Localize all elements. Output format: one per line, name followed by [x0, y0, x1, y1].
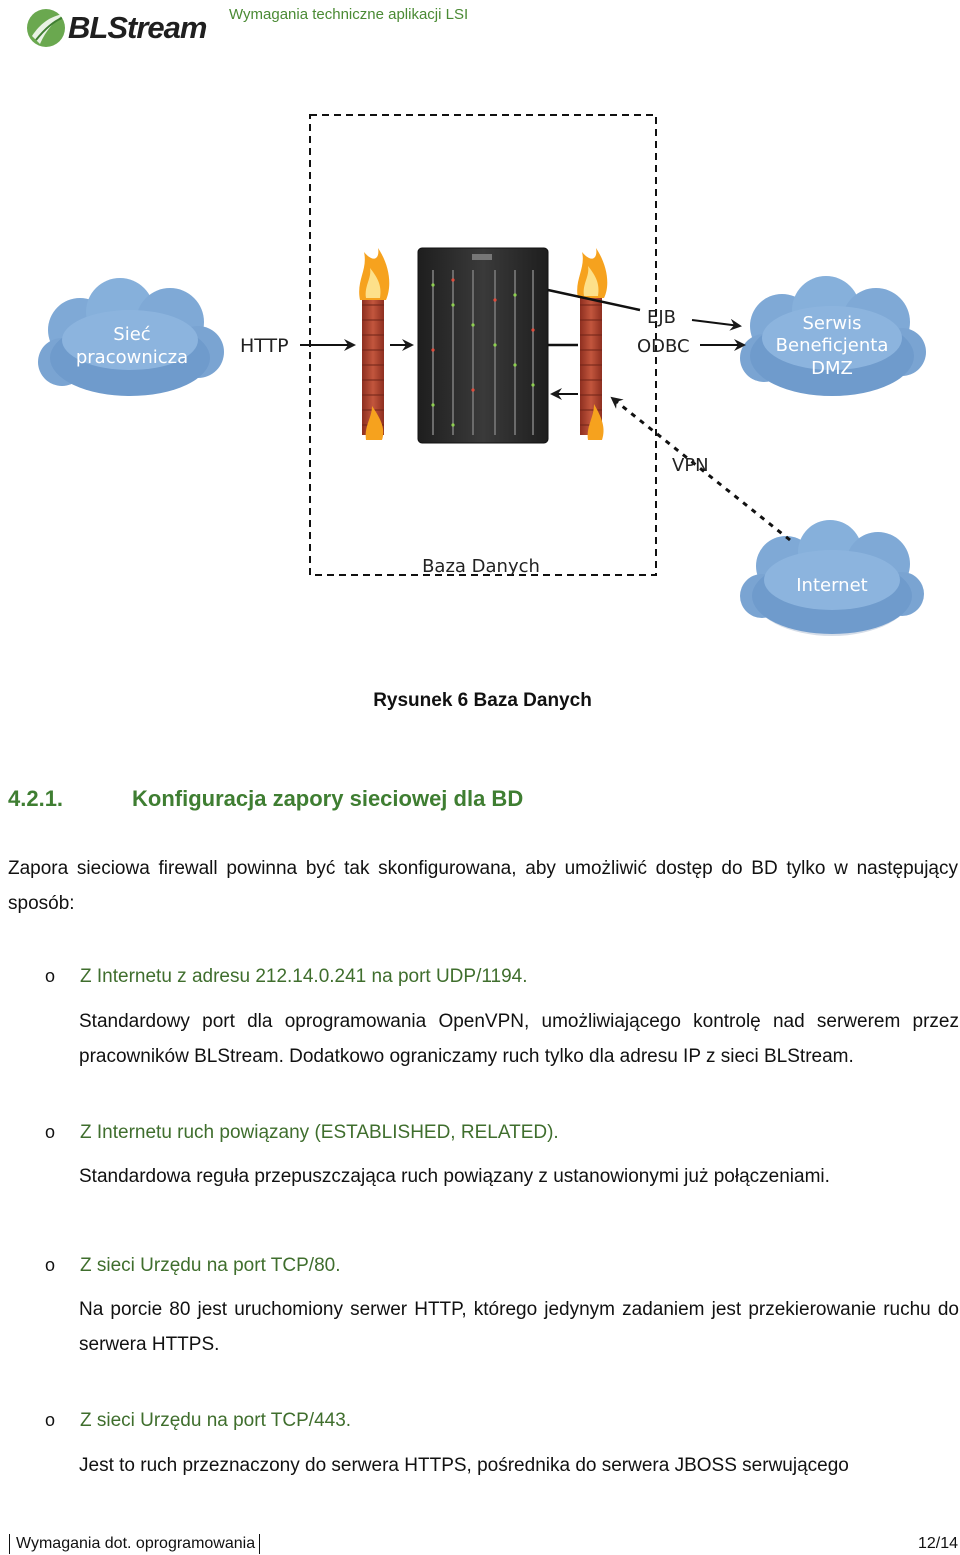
list-bullet: o: [45, 1122, 56, 1142]
blstream-logo: BLStream: [26, 6, 207, 48]
database-zone-label: Baza Danych: [422, 556, 540, 577]
leaf-icon: [27, 9, 65, 47]
list-bullet: o: [45, 966, 56, 986]
internet-label: Internet: [796, 575, 867, 596]
right-firewall-icon: [577, 248, 608, 440]
odbc-label: ODBC: [637, 336, 690, 357]
intro-paragraph: Zapora sieciowa firewall powinna być tak…: [8, 858, 958, 914]
internet-cloud: Internet: [740, 520, 924, 636]
list-item-title: Z Internetu z adresu 212.14.0.241 na por…: [80, 966, 528, 987]
logo-text: BLStream: [68, 10, 207, 45]
http-label: HTTP: [240, 335, 289, 357]
ejb-arrow: [691, 318, 742, 331]
section-title: Konfiguracja zapory sieciowej dla BD: [132, 786, 524, 811]
section-number: 4.2.1.: [8, 786, 64, 811]
beneficiary-service-cloud: Serwis Beneficjenta DMZ: [740, 276, 926, 396]
list-item-title: Z sieci Urzędu na port TCP/80.: [80, 1255, 341, 1276]
page-number: 12/14: [917, 1535, 958, 1552]
employee-network-label-1: Sieć: [113, 324, 150, 345]
beneficiary-label-2: Beneficjenta: [776, 335, 889, 356]
diagram-svg: Baza Danych Sieć pracownicza Serwis B: [38, 114, 926, 636]
database-server-icon: [417, 247, 549, 444]
figure-caption: Rysunek 6 Baza Danych: [373, 690, 592, 711]
list-bullet: o: [45, 1255, 56, 1275]
ejb-line: [547, 288, 641, 312]
employee-network-label-2: pracownicza: [76, 347, 188, 368]
page-header: BLStream Wymagania techniczne aplikacji …: [0, 0, 960, 60]
vpn-label: VPN: [672, 455, 709, 476]
page-footer: Wymagania dot. oprogramowania 12/14: [0, 1533, 960, 1555]
footer-divider-left: [9, 1534, 10, 1554]
list-item-title: Z Internetu ruch powiązany (ESTABLISHED,…: [80, 1122, 559, 1143]
document-title: Wymagania techniczne aplikacji LSI: [229, 6, 469, 23]
database-diagram: Baza Danych Sieć pracownicza Serwis B: [0, 100, 960, 660]
ejb-label: EJB: [647, 307, 676, 328]
employee-network-cloud: Sieć pracownicza: [38, 278, 224, 396]
vpn-dashed-link: [610, 396, 791, 542]
list-item-title: Z sieci Urzędu na port TCP/443.: [80, 1410, 352, 1431]
list-item-description: Standardowa reguła przepuszczająca ruch …: [79, 1166, 830, 1187]
beneficiary-label-3: DMZ: [811, 358, 853, 379]
list-item-description: Jest to ruch przeznaczony do serwera HTT…: [79, 1455, 849, 1476]
list-bullet: o: [45, 1410, 56, 1430]
list-item-description: Standardowy port dla oprogramowania Open…: [79, 1011, 959, 1067]
beneficiary-label-1: Serwis: [802, 313, 861, 334]
left-firewall-icon: [359, 248, 390, 440]
list-item-description: Na porcie 80 jest uruchomiony serwer HTT…: [79, 1299, 959, 1355]
footer-text: Wymagania dot. oprogramowania: [16, 1535, 256, 1552]
footer-divider-right: [259, 1534, 260, 1554]
